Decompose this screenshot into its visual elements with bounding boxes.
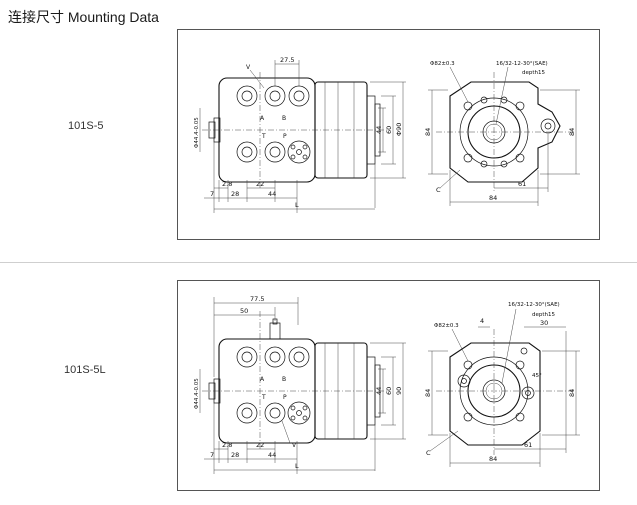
end-view-outline [449,81,561,183]
end-view-outline [449,342,541,446]
port-circle [264,402,286,424]
dim-h90: 90 [395,387,403,395]
dim-7: 7 [210,190,214,198]
drawing-101s-5: A B T P V 27.5 Φ44.4-0.05 44 60 Φ90 [177,29,600,240]
dim-61: 61 [518,180,526,188]
port-p-label: P [283,133,287,140]
port-circle [236,346,258,368]
bolt-hole [515,412,525,422]
dim-44: 44 [268,190,276,198]
port-a-label: A [260,376,265,383]
dim-h44: 44 [375,387,383,395]
bolt-hole [463,360,473,370]
dim-30: 30 [540,319,548,327]
dim-28: 28 [231,451,239,459]
port-b-label: B [282,115,286,122]
dim-right84: 84 [568,128,576,136]
dim-bottom84: 84 [489,194,497,202]
drawing-101s-5l: A B T P V 77.5 50 Φ44.4-0.05 44 60 90 [177,280,600,491]
side-port [521,386,535,400]
dim-27-5: 27.5 [280,56,294,64]
side-view-101s-5l: A B T P V 77.5 50 Φ44.4-0.05 44 60 90 [194,295,406,474]
dim-side84: 84 [424,128,432,136]
model-label-101s-5l: 101S-5L [64,364,106,376]
port-circle [288,346,310,368]
port-b-label: B [282,376,286,383]
port-circle [236,85,258,107]
drawing-101s-5-svg: A B T P V 27.5 Φ44.4-0.05 44 60 Φ90 [194,56,580,213]
port-circle [287,140,311,164]
port-circle [264,346,286,368]
port-v-label: V [246,64,251,71]
dim-flange-dia: Φ44.4-0.05 [194,378,200,409]
dim-45deg: 45° [532,373,542,379]
dim-side84: 84 [424,389,432,397]
port-t-label: T [261,394,266,401]
bolt-hole [515,360,525,370]
end-view-101s-5: Φ82±0.3 16/32-12-30°(SAE) depth15 84 84 … [424,61,580,206]
bolt-hole [463,153,473,163]
dim-4: 4 [480,317,484,325]
valve-housing [218,77,316,183]
dim-right84: 84 [568,389,576,397]
dim-h44: 44 [375,126,383,134]
bolt-hole [515,153,525,163]
dim-h90: Φ90 [395,123,403,136]
dim-depth: depth15 [532,312,556,318]
dim-44: 44 [268,451,276,459]
dim-flange-dia: Φ44.4-0.05 [194,117,200,148]
dim-bottom84: 84 [489,455,497,463]
ls-port-end [520,347,528,355]
page-title: 连接尺寸 Mounting Data [8,9,159,25]
dim-50: 50 [240,307,248,315]
dim-7: 7 [210,451,214,459]
dim-depth: depth15 [522,70,546,76]
dim-pcd: Φ82±0.3 [434,323,459,329]
dim-thread: 16/32-12-30°(SAE) [508,302,560,308]
port-circle [236,402,258,424]
dim-22: 22 [256,180,264,188]
valve-housing [218,338,316,444]
model-label-101s-5: 101S-5 [68,120,104,132]
bolt-hole [463,101,473,111]
dim-2-8: 2.8 [222,180,232,188]
ls-port [269,322,281,340]
port-circle [288,85,310,107]
label-c: C [426,449,431,457]
label-c: C [436,186,441,194]
drawing-101s-5l-svg: A B T P V 77.5 50 Φ44.4-0.05 44 60 90 [194,295,580,474]
bolt-hole [515,101,525,111]
port-circle [264,141,286,163]
side-port [457,374,471,388]
side-view-101s-5: A B T P V 27.5 Φ44.4-0.05 44 60 Φ90 [194,56,406,213]
port-v-label: V [292,442,297,449]
dim-28: 28 [231,190,239,198]
dim-l: L [295,201,299,209]
port-p-label: P [283,394,287,401]
end-view-101s-5l: Φ82±0.3 16/32-12-30°(SAE) depth15 4 30 4… [424,302,580,467]
bolt-hole [463,412,473,422]
dim-h60: 60 [385,387,393,395]
dim-l: L [295,462,299,470]
section-divider [0,262,637,263]
dim-22: 22 [256,441,264,449]
port-circle [264,85,286,107]
port-a-label: A [260,115,265,122]
port-circle [236,141,258,163]
dim-61: 61 [524,441,532,449]
dim-thread: 16/32-12-30°(SAE) [496,61,548,67]
port-t-label: T [261,133,266,140]
dim-h60: 60 [385,126,393,134]
dim-2-8: 2.8 [222,441,232,449]
side-port [540,118,556,134]
dim-pcd: Φ82±0.3 [430,61,455,67]
dim-77-5: 77.5 [250,295,264,303]
port-circle [287,401,311,425]
